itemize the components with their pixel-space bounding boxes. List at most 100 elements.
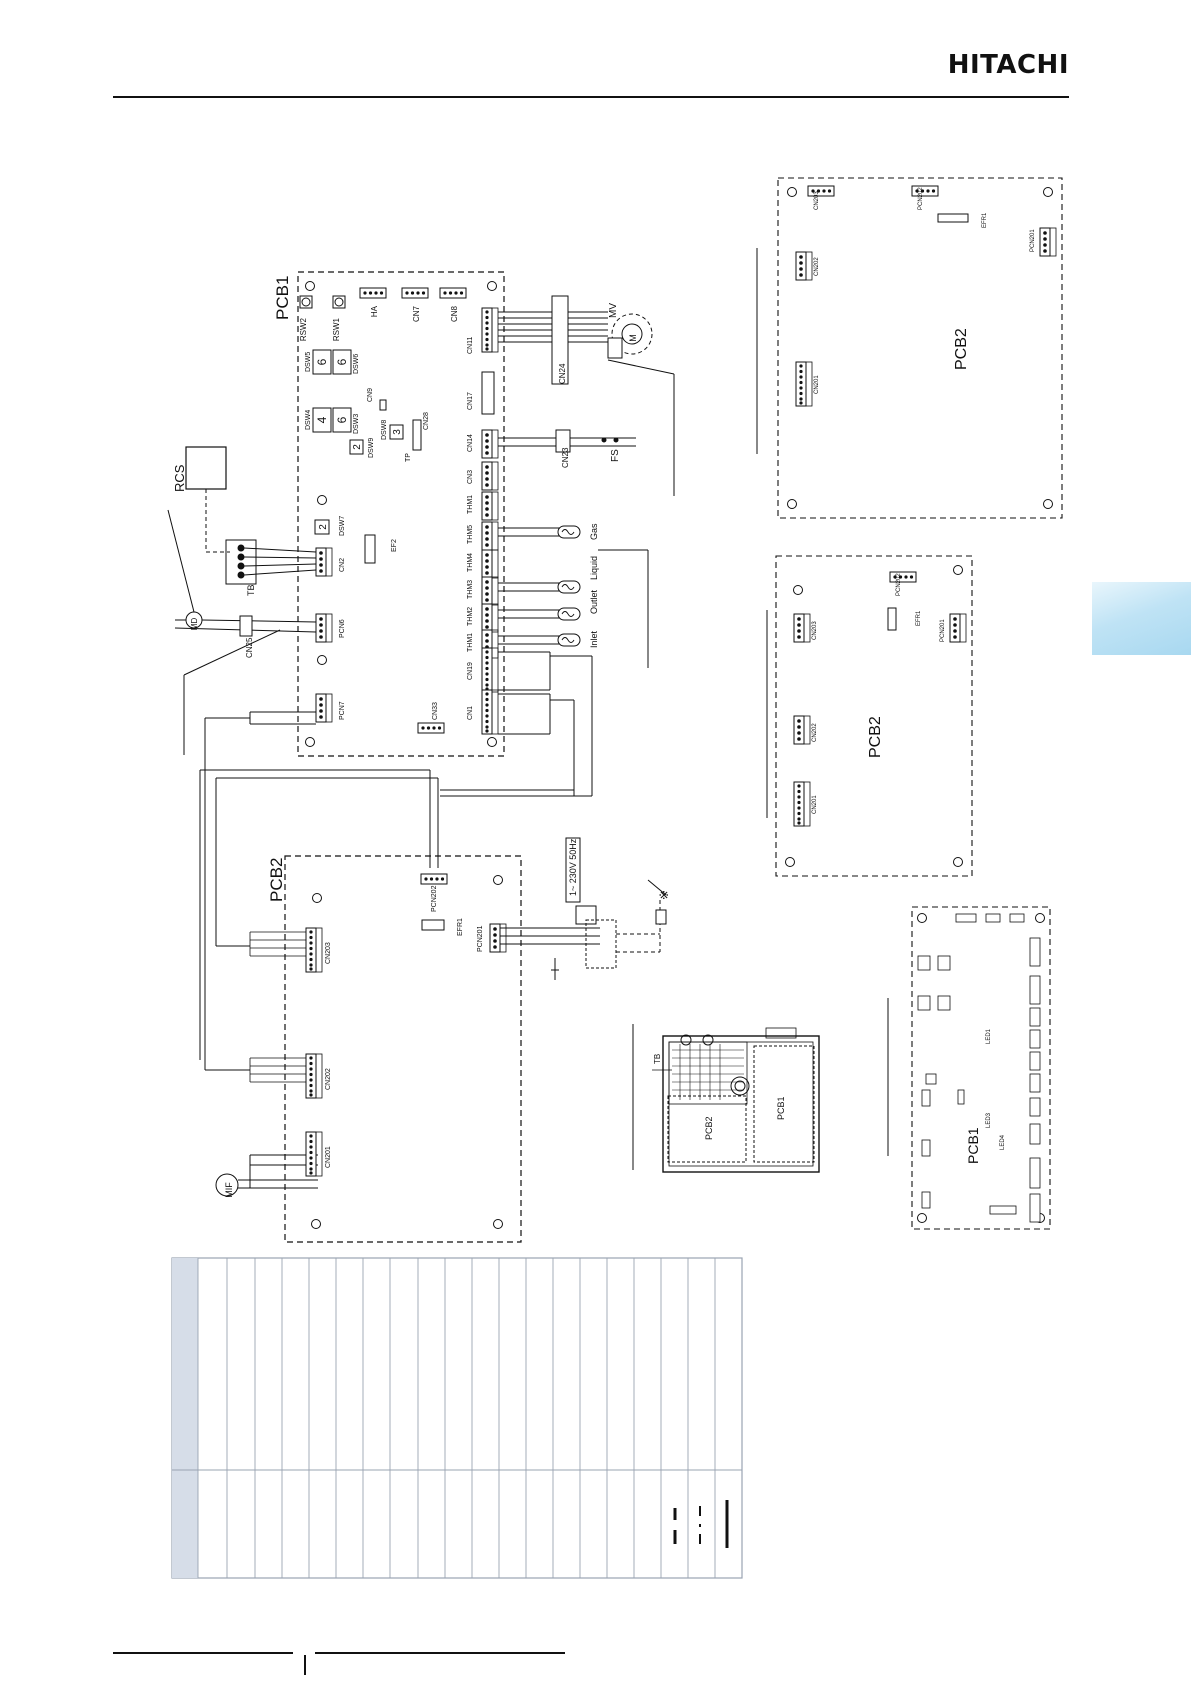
connector-cn11: CN11 <box>467 307 499 354</box>
cn24-label: CN24 <box>558 363 567 384</box>
svg-text:CN201: CN201 <box>812 795 818 814</box>
alt-pcb1: PCB1 LED1 LED3 LED4 <box>887 906 1051 1230</box>
svg-text:CN203: CN203 <box>812 621 818 640</box>
box-tb-label: TB <box>653 1054 662 1064</box>
svg-text:PCN6: PCN6 <box>339 619 346 638</box>
connector-pcn6: PCN6 <box>315 613 346 643</box>
connector-cn202: CN202 <box>305 1053 332 1099</box>
svg-text:EFR1: EFR1 <box>982 212 988 228</box>
connector-cn14: CN14 <box>467 429 499 459</box>
svg-text:RSW1: RSW1 <box>332 317 341 341</box>
svg-text:THM3: THM3 <box>467 580 474 599</box>
box-pcb2-label: PCB2 <box>704 1116 714 1140</box>
svg-text:THM5: THM5 <box>467 525 474 544</box>
svg-text:PCN202: PCN202 <box>918 187 924 210</box>
connector-pcn202: PCN202 <box>420 873 448 912</box>
footer-rule-right <box>315 1652 565 1654</box>
connector-thm1-top: THM1 <box>467 491 499 521</box>
svg-text:CN1: CN1 <box>467 706 474 720</box>
connector-thm3: THM3 <box>467 576 499 606</box>
connector-cn28: CN28 <box>412 412 430 451</box>
svg-text:PCN202: PCN202 <box>896 573 902 596</box>
svg-text:CN3: CN3 <box>467 470 474 484</box>
connector-thm5: THM5 <box>467 521 499 551</box>
thermistor-gas <box>557 525 581 539</box>
svg-text:2: 2 <box>318 524 329 530</box>
connector-cn203: CN203 <box>305 927 332 973</box>
dip-switch-dsw3: 6 DSW3 <box>332 407 360 434</box>
svg-text:2: 2 <box>352 444 363 450</box>
rotary-switch-rsw1: RSW1 <box>332 295 346 341</box>
svg-text:CN14: CN14 <box>467 434 474 452</box>
svg-text:CN203: CN203 <box>814 191 820 210</box>
svg-text:TP: TP <box>405 453 412 462</box>
svg-text:LED4: LED4 <box>1000 1134 1006 1150</box>
svg-text:THM1: THM1 <box>467 495 474 514</box>
fuse-ef2: EF2 <box>364 534 398 564</box>
pcb1-title: PCB1 <box>273 276 292 320</box>
fuse-efr1: EFR1 <box>421 918 464 936</box>
electrical-box-layout <box>632 1024 820 1173</box>
svg-text:DSW6: DSW6 <box>353 354 360 374</box>
header-rule <box>113 96 1069 98</box>
motor-label: M <box>628 334 638 342</box>
field-wiring <box>167 295 675 1197</box>
connector-thm2: THM2 <box>467 603 499 633</box>
svg-text:RSW2: RSW2 <box>299 317 308 341</box>
svg-text:DSW3: DSW3 <box>353 414 360 434</box>
svg-text:CN17: CN17 <box>467 392 474 410</box>
svg-text:EF2: EF2 <box>391 539 398 552</box>
footer-rule-left <box>113 1652 293 1654</box>
svg-text:LED1: LED1 <box>986 1028 992 1044</box>
gas-label: Gas <box>589 523 599 540</box>
test-point: TP <box>405 453 412 462</box>
svg-text:CN2: CN2 <box>339 558 346 572</box>
fs-label: FS <box>610 449 621 462</box>
svg-text:PCB1: PCB1 <box>965 1127 981 1164</box>
svg-text:CN19: CN19 <box>467 662 474 680</box>
connector-pcn7: PCN7 <box>315 693 346 723</box>
svg-text:CN8: CN8 <box>450 305 459 322</box>
connector-cn9: CN9 <box>367 388 387 411</box>
connector-pcn201: PCN201 <box>477 923 507 953</box>
outlet-label: Outlet <box>589 589 599 614</box>
connector-cn19: CN19 <box>467 647 499 693</box>
thermistor-outlet <box>557 607 581 621</box>
field-labels: RCS TB MD CN25 CN24 MV M CN23 FS Gas Out… <box>172 303 671 1198</box>
svg-text:CN33: CN33 <box>432 702 439 720</box>
svg-text:EFR1: EFR1 <box>457 918 464 936</box>
liquid-label: Liquid <box>589 556 599 580</box>
svg-text:6: 6 <box>335 416 349 423</box>
alt-pcb2-a: PCB2 CN203 PCN202 EFR1 PCN201 CN202 CN20… <box>756 177 1063 519</box>
svg-text:CN202: CN202 <box>814 257 820 276</box>
cn25-label: CN25 <box>245 637 254 658</box>
tb-label: TB <box>246 584 256 596</box>
svg-text:CN11: CN11 <box>467 337 474 354</box>
svg-text:PCN7: PCN7 <box>339 701 346 720</box>
inlet-label: Inlet <box>589 630 599 648</box>
connector-cn201: CN201 <box>305 1131 332 1177</box>
footer-separator <box>304 1655 306 1675</box>
rcs-label: RCS <box>172 464 187 492</box>
svg-text:CN201: CN201 <box>814 375 820 394</box>
hitachi-logo: HITACHI <box>947 50 1069 80</box>
svg-text:DSW4: DSW4 <box>305 410 312 430</box>
cn23-label: CN23 <box>561 447 570 468</box>
svg-text:CN7: CN7 <box>412 305 421 322</box>
rotary-switch-rsw2: RSW2 <box>299 295 313 341</box>
mif-label: MIF <box>224 1182 234 1198</box>
svg-text:CN202: CN202 <box>812 723 818 742</box>
svg-text:PCN201: PCN201 <box>940 619 946 642</box>
mv-label: MV <box>608 303 619 318</box>
svg-text:PCN201: PCN201 <box>477 925 484 952</box>
connector-cn33: CN33 <box>417 702 445 734</box>
connector-ha: HA <box>359 287 387 317</box>
connector-cn8: CN8 <box>439 287 467 322</box>
